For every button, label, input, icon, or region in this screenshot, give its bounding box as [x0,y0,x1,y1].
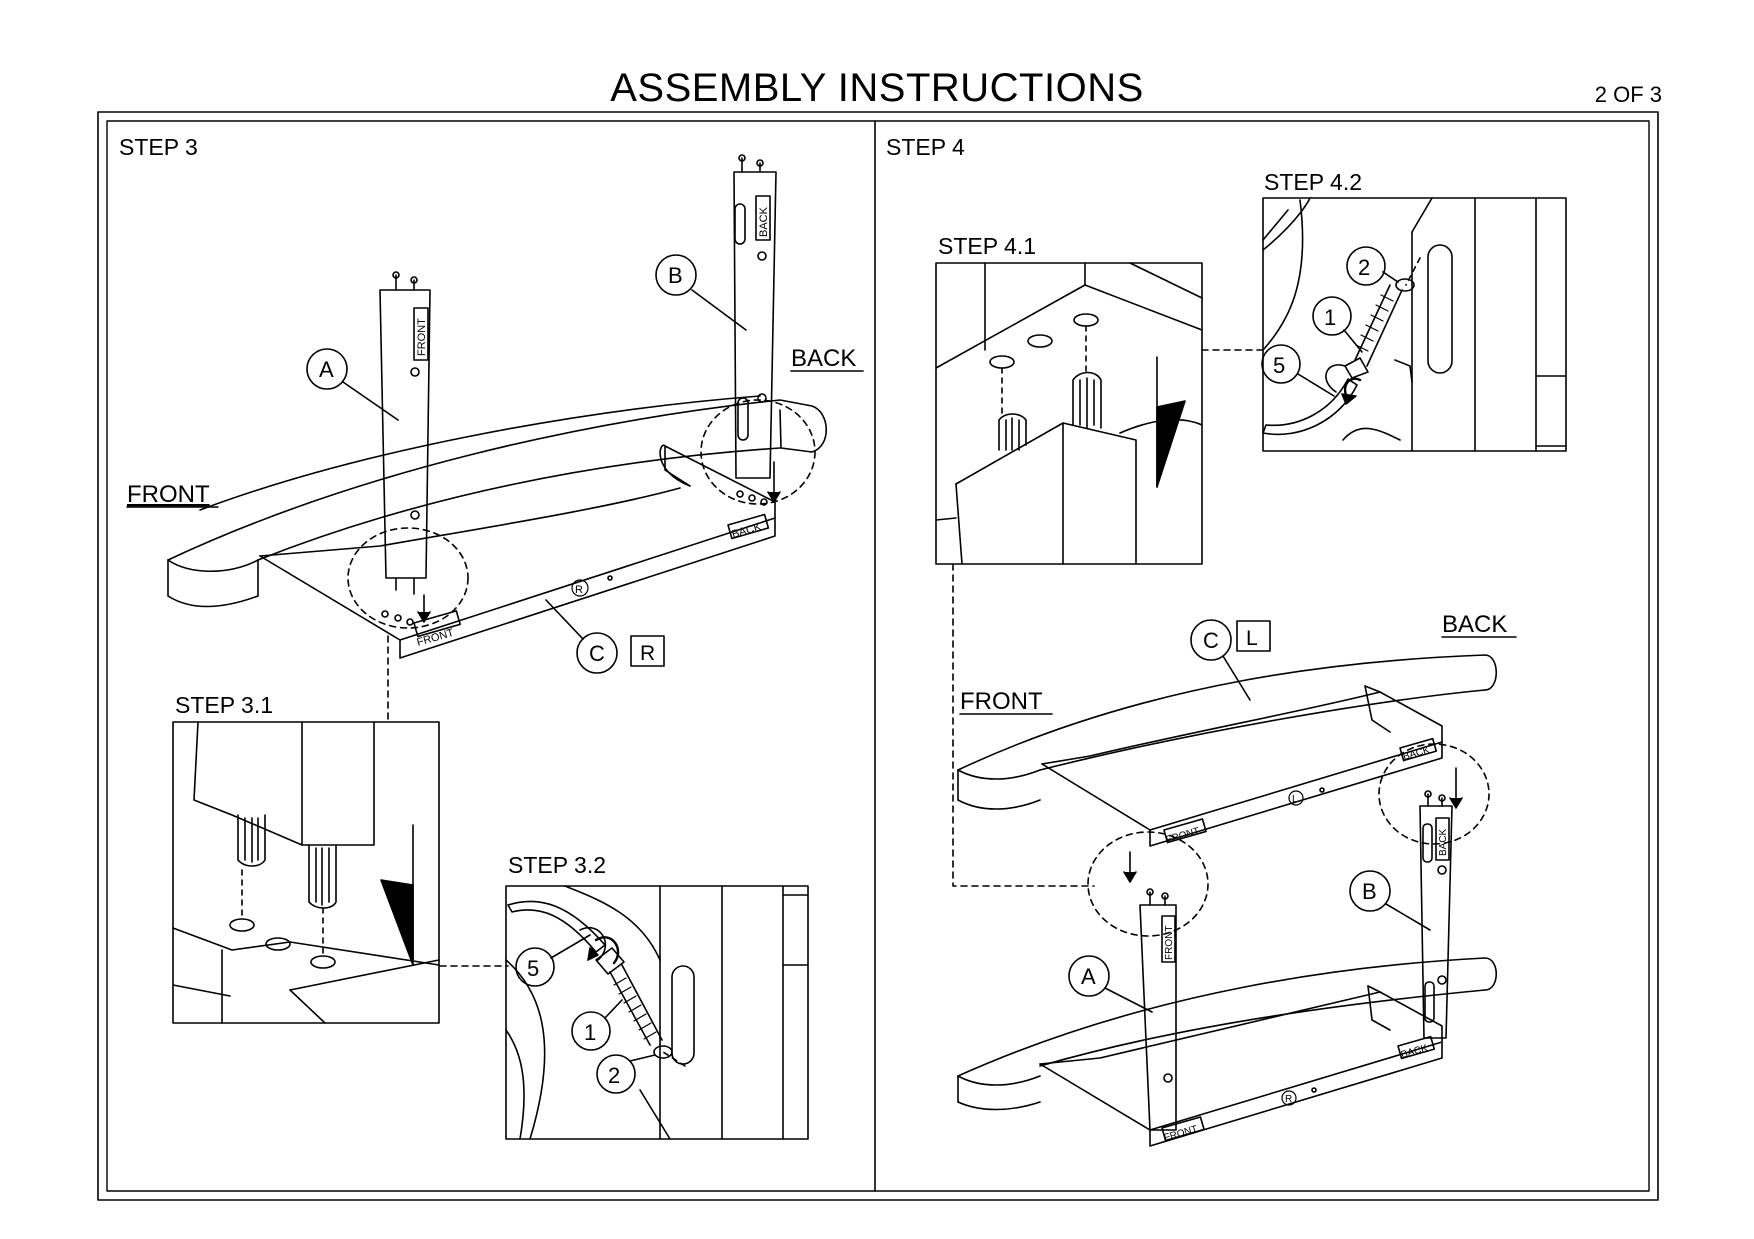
step4-2-frame [1262,197,1567,452]
step3-2-callout-5-label: 5 [527,956,539,981]
step4-lower-assembly: FRONT BACK R [957,957,1498,1147]
leg-a-tag: FRONT [416,318,428,356]
step3-leg-a: FRONT [379,271,431,595]
step3-1-label: STEP 3.1 [175,692,273,718]
step3-1-frame [172,721,440,1024]
step3-label: STEP 3 [119,134,198,160]
callout-a-label: A [319,357,334,382]
step4-upper-armrest [957,654,1497,810]
page-number: 2 OF 3 [1594,82,1662,107]
step4-rail-side-box [1236,620,1271,652]
upper-rail-back-tag: BACK [1402,745,1432,763]
callout-b [655,254,697,296]
step3-1-detail [172,721,440,1024]
step3-2-callout-1 [571,1011,611,1051]
step4-leg-a-tag-box [1161,915,1176,963]
step4-2-detail: 2 1 5 [1261,197,1567,452]
outer-frame [97,111,1659,1201]
rail-emblem-circle [571,579,589,597]
step4-2-label: STEP 4.2 [1264,169,1362,195]
rail-side-label: R [640,642,655,665]
step3-2-label: STEP 3.2 [508,852,606,878]
leg-b-tag: BACK [758,206,770,237]
step4-2-callout-2-label: 2 [1358,255,1370,280]
lower-rail-emblem-circle [1281,1090,1297,1106]
step4-rail-side-label: L [1246,627,1258,650]
step4-2-callout-1 [1312,296,1352,336]
step3-detail-ring-back [700,399,816,505]
step4-callout-b-label: B [1362,879,1377,904]
step4-callout-c [1190,619,1232,661]
rail-front-tag-box [413,610,461,638]
rail-side-box [630,635,665,667]
step4-leg-b: BACK [1419,790,1453,1039]
callout-a [306,348,348,390]
step4-callout-c-label: C [1203,628,1219,653]
step3-front-label: FRONT [127,481,210,508]
step4-2-callout-5-label: 5 [1273,353,1285,378]
inner-frame [106,120,1650,1192]
step4-callout-b [1349,870,1391,912]
step4-detail-ring-back [1378,743,1490,845]
callout-c-label: C [589,641,605,666]
step3-side-rail: FRONT BACK R [259,444,776,659]
step3-2-callout-5 [515,947,555,987]
step3-2-detail: 5 1 2 [505,885,809,1140]
step4-2-callout-5 [1261,344,1301,384]
step3-back-label: BACK [791,345,856,372]
step3-2-callout-2 [596,1054,636,1094]
upper-rail-emblem-circle [1288,790,1304,806]
step4-1-detail [935,262,1203,565]
lower-rail-back-tag: BACK [1400,1043,1430,1061]
step3-callouts: A B C R [306,254,747,674]
upper-rail-emblem: L [1292,794,1298,805]
callout-b-label: B [668,263,683,288]
page-title: ASSEMBLY INSTRUCTIONS [610,66,1144,110]
step4-callout-a [1068,955,1110,997]
step3-2-callout-2-label: 2 [608,1063,620,1088]
step4-upper-rail: FRONT BACK L [1041,685,1443,847]
step4-1-frame [935,262,1203,565]
step4-panel: STEP 4 STEP 4.1 STEP 4. [886,134,1567,1147]
rail-emblem: R [575,584,583,596]
rail-front-tag: FRONT [416,627,456,649]
step3-panel: STEP 3 FRONT BACK R [119,134,864,1140]
step4-back-label: BACK [1442,611,1507,638]
rail-hole [607,575,613,581]
lower-rail-front-tag-box [1161,1116,1205,1142]
step4-leg-b-tag-box [1435,817,1450,861]
callout-c [576,632,618,674]
step4-2-callout-1-label: 1 [1324,305,1336,330]
step3-2-frame [505,885,809,1140]
step4-detail-ring-front [1087,831,1209,937]
step3-armrest [167,395,827,608]
lower-rail-emblem: R [1285,1094,1292,1105]
rail-back-tag: BACK [731,521,764,541]
leg-b-tag-box [755,195,771,241]
leg-a-tag-box [413,307,429,361]
rail-back-tag-box [727,513,770,540]
step4-leg-b-tag: BACK [1438,828,1449,856]
step4-leg-a: FRONT [1139,888,1177,1131]
step4-1-label: STEP 4.1 [938,233,1036,259]
step4-front-label: FRONT [960,688,1043,715]
step3-leg-b: BACK [733,154,777,479]
step4-callout-a-label: A [1081,964,1096,989]
step4-label: STEP 4 [886,134,965,160]
step4-2-callout-2 [1346,246,1386,286]
step4-leg-a-tag: FRONT [1164,926,1175,960]
lower-rail-back-tag-box [1397,1035,1436,1060]
step3-2-callout-1-label: 1 [584,1020,596,1045]
step3-detail-ring-front [347,527,469,629]
upper-rail-front-tag-box [1163,818,1207,844]
